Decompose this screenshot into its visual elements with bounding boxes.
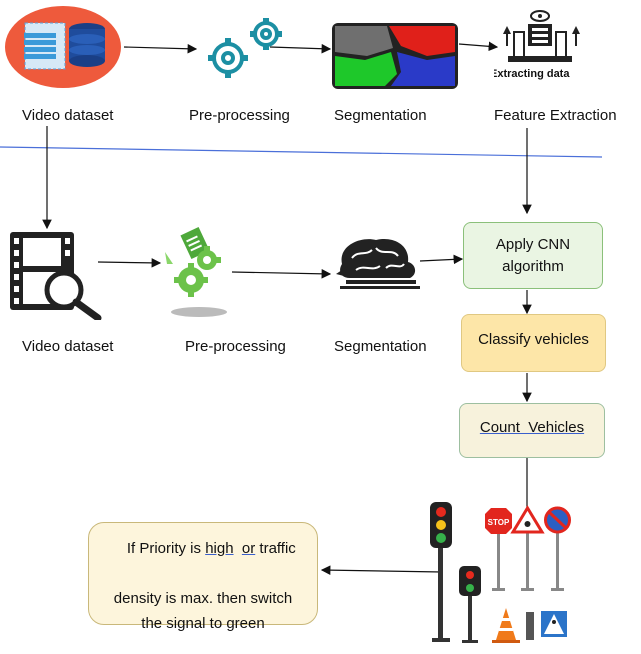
decision-line1: If Priority is high or traffic xyxy=(110,511,296,586)
video-dataset-label-top: Video dataset xyxy=(22,107,114,124)
segmentation-map-icon xyxy=(332,23,458,89)
feature-extraction-label: Feature Extraction xyxy=(494,107,617,124)
priority-decision-box: If Priority is high or traffic density i… xyxy=(88,522,318,632)
classify-vehicles-text: Classify vehicles xyxy=(478,331,589,348)
video-search-icon xyxy=(10,232,102,320)
apply-cnn-line2: algorithm xyxy=(502,257,564,275)
arrow-segmentation-to-cnn xyxy=(419,254,464,265)
decision-line1-high: high xyxy=(205,540,234,557)
decision-line1-prefix: If Priority is xyxy=(126,540,206,557)
brain-scan-icon xyxy=(336,238,420,289)
decision-line3: the signal to green xyxy=(141,615,265,632)
classify-vehicles-box: Classify vehicles xyxy=(461,314,606,372)
extracting-data-icon: Extracting data xyxy=(494,10,580,80)
extracting-data-caption: Extracting data xyxy=(494,68,570,80)
decision-line1-suffix: traffic xyxy=(255,540,296,557)
pre-processing-label-bottom: Pre-processing xyxy=(185,338,286,355)
arrow-preprocessing-to-segmentation-bottom xyxy=(231,269,332,279)
segmentation-label-top: Segmentation xyxy=(334,107,427,124)
arrow-signals-to-decision xyxy=(320,565,443,575)
video-dataset-label-bottom: Video dataset xyxy=(22,338,114,355)
pre-processing-label-top: Pre-processing xyxy=(189,107,290,124)
count-vehicles-text: Count Vehicles xyxy=(479,419,585,436)
gears-icon xyxy=(208,18,282,78)
stop-sign-text: STOP xyxy=(488,518,510,527)
arrow-video-to-preprocessing-top xyxy=(123,43,198,54)
count-vehicles-box: Count Vehicles xyxy=(459,403,605,458)
green-gears-icon xyxy=(165,226,227,317)
segmentation-label-bottom: Segmentation xyxy=(334,338,427,355)
apply-cnn-line1: Apply CNN xyxy=(495,235,571,253)
traffic-signals-icon: STOP xyxy=(430,502,571,643)
decision-line2: density is max. then switch xyxy=(113,590,293,607)
divider-line xyxy=(0,146,603,158)
arrow-segmentation-to-feature xyxy=(458,41,499,52)
apply-cnn-box: Apply CNN algorithm xyxy=(463,222,603,289)
arrow-preprocessing-to-segmentation-top xyxy=(269,43,332,54)
decision-line1-or: or xyxy=(241,540,256,557)
arrow-video-to-preprocessing-bottom xyxy=(97,258,162,268)
database-icon xyxy=(5,6,121,88)
